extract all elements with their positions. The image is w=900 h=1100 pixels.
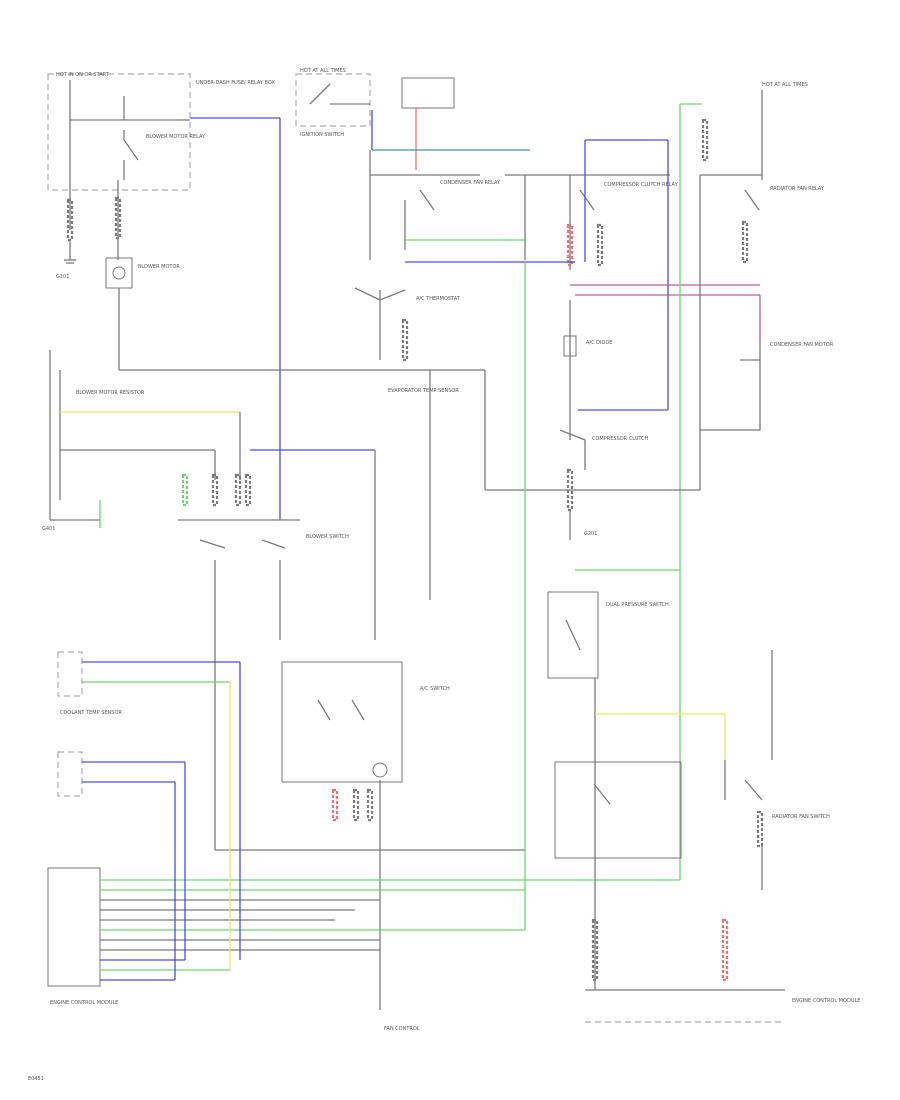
radiator-fan-section: ENGINE CONTROL MODULE RADIATOR FAN SWITC… <box>554 650 860 1023</box>
ect-sensor-label: COOLANT TEMP SENSOR <box>60 710 122 716</box>
condenser-fan-relay-label: CONDENSER FAN RELAY <box>440 180 501 186</box>
underhood-fuse-box-right: HOT AT ALL TIMES <box>570 82 808 880</box>
compressor-clutch-label: COMPRESSOR CLUTCH <box>592 436 649 442</box>
blower-resistor-label: BLOWER MOTOR RESISTOR <box>76 390 145 396</box>
underhood-fuse-label: UNDER-DASH FUSE/ RELAY BOX <box>196 80 276 86</box>
ignition-switch-label: IGNITION SWITCH <box>300 132 344 138</box>
radiator-fan-relay-label: RADIATOR FAN RELAY <box>770 186 825 192</box>
ac-switch-label: A/C SWITCH <box>420 686 450 692</box>
blower-resistor: BLOWER MOTOR RESISTOR G401 <box>42 350 241 532</box>
ignition-switch: HOT AT ALL TIMES IGNITION SWITCH <box>295 68 455 170</box>
blower-switch: BLOWER SWITCH <box>178 449 525 851</box>
hot-at-all-times-right-label: HOT AT ALL TIMES <box>762 82 808 88</box>
radiator-fan-switch-label: RADIATOR FAN SWITCH <box>772 814 830 820</box>
blower-relay-label-top: BLOWER MOTOR RELAY <box>146 134 206 140</box>
dual-pressure-switch-label: DUAL PRESSURE SWITCH <box>606 602 669 608</box>
ac-diode: A/C DIODE COMPRESSOR CLUTCH G201 <box>559 300 649 540</box>
ground-g401-label: G401 <box>42 526 55 532</box>
blower-switch-label: BLOWER SWITCH <box>306 534 349 540</box>
blower-motor: BLOWER MOTOR <box>105 257 430 371</box>
ecm-label: ENGINE CONTROL MODULE <box>50 1000 118 1006</box>
compressor-clutch-relay-label: COMPRESSOR CLUTCH RELAY <box>604 182 679 188</box>
ecm-right-label: ENGINE CONTROL MODULE <box>792 998 860 1004</box>
fan-control-label: FAN CONTROL <box>384 1026 420 1032</box>
condenser-fan-motor-label: CONDENSER FAN MOTOR <box>770 342 834 348</box>
hot-at-all-times-label: HOT AT ALL TIMES <box>300 68 346 74</box>
ac-diode-label: A/C DIODE <box>586 340 612 346</box>
left-sensors: COOLANT TEMP SENSOR <box>57 651 240 797</box>
figure-number: E0451 <box>28 1076 44 1082</box>
condenser-fan-motor: CONDENSER FAN MOTOR <box>700 340 834 431</box>
ground-g101: G101 <box>56 240 76 280</box>
ac-thermostat-label: A/C THERMOSTAT <box>416 296 461 302</box>
ground-g201-label: G201 <box>584 531 597 537</box>
ac-switch: A/C SWITCH FAN CONTROL <box>281 661 450 1032</box>
underdash-fuse-box: HOT IN ON OR START UNDER-DASH FUSE/ RELA… <box>47 72 281 520</box>
ecm: ENGINE CONTROL MODULE <box>47 262 680 1006</box>
relay-row: CONDENSER FAN RELAY COMPRESSOR CLUTCH RE… <box>369 139 825 411</box>
dual-pressure-switch: DUAL PRESSURE SWITCH <box>547 569 680 760</box>
ac-thermostat-path: A/C THERMOSTAT EVAPORATOR TEMP SENSOR <box>354 287 700 600</box>
blower-motor-label: BLOWER MOTOR <box>138 264 180 270</box>
hot-in-on-start-label: HOT IN ON OR START <box>56 72 110 78</box>
ground-g101-label: G101 <box>56 274 69 280</box>
evap-temp-sensor-label: EVAPORATOR TEMP SENSOR <box>388 388 459 394</box>
